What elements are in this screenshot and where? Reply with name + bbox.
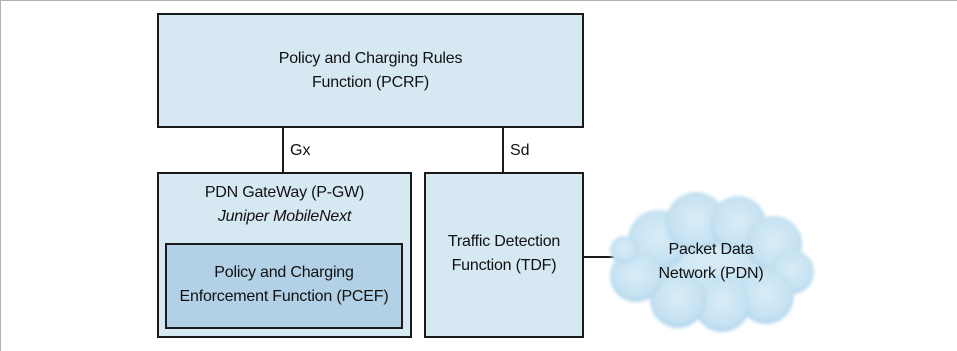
pcef-label-line1: Policy and Charging bbox=[214, 264, 354, 281]
tdf-box bbox=[424, 172, 584, 338]
pdn-cloud bbox=[610, 192, 814, 332]
pdn-label-line2: Network (PDN) bbox=[658, 265, 764, 282]
pcrf-box bbox=[157, 13, 584, 128]
gx-connector bbox=[282, 128, 284, 172]
frame-left-line bbox=[0, 0, 1, 351]
pgw-label-line1: PDN GateWay (P-GW) bbox=[204, 184, 365, 201]
tdf-pdn-connector bbox=[584, 256, 614, 258]
sd-connector bbox=[502, 128, 504, 172]
pcef-label-line2: Enforcement Function (PCEF) bbox=[179, 288, 389, 305]
pcrf-label-line2: Function (PCRF) bbox=[311, 74, 430, 91]
pgw-label-line2: Juniper MobileNext bbox=[217, 208, 352, 225]
gx-label: Gx bbox=[290, 142, 311, 159]
pcrf-label-line1: Policy and Charging Rules bbox=[278, 50, 463, 67]
pcef-box bbox=[165, 243, 403, 329]
tdf-label-line1: Traffic Detection bbox=[447, 233, 561, 250]
tdf-label-line2: Function (TDF) bbox=[451, 257, 557, 274]
pdn-label-line1: Packet Data bbox=[668, 241, 754, 258]
frame-top-line bbox=[0, 0, 957, 1]
sd-label: Sd bbox=[510, 142, 530, 159]
